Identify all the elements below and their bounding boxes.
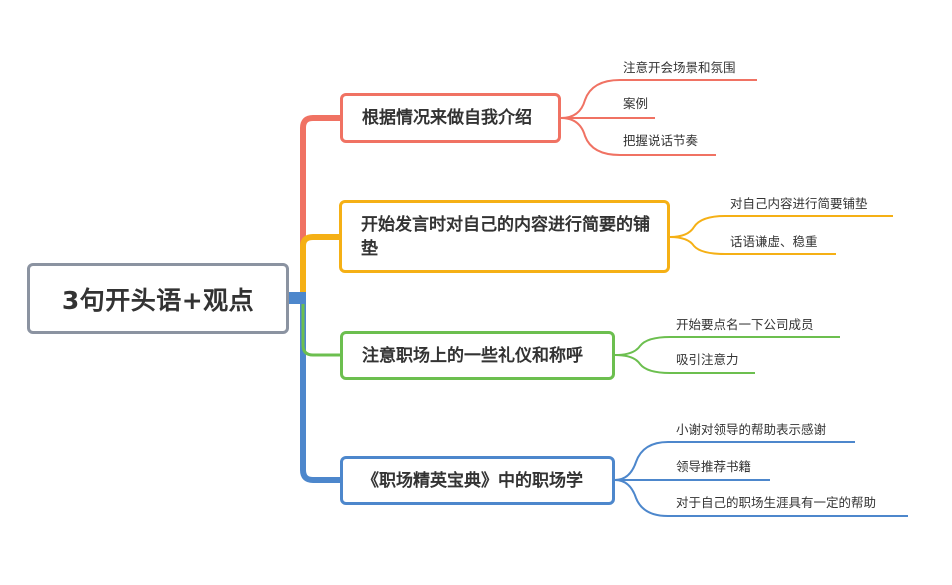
root-topic-label: 3句开头语+观点 (61, 285, 255, 315)
leaf-topic[interactable]: 对自己内容进行简要铺垫 (730, 196, 868, 211)
branch-topic-label: 开始发言时对自己的内容进行简要的铺垫 (361, 214, 650, 259)
root-topic[interactable]: 3句开头语+观点 (27, 263, 289, 334)
branch-topic-label: 根据情况来做自我介绍 (362, 108, 532, 128)
leaf-connector (560, 117, 716, 156)
trunk-junction (289, 292, 306, 304)
leaf-topic[interactable]: 把握说话节奏 (623, 133, 699, 148)
leaf-connector (614, 354, 755, 374)
leaf-topic[interactable]: 领导推荐书籍 (676, 459, 752, 474)
leaf-topic[interactable]: 开始要点名一下公司成员 (676, 317, 814, 332)
branch-topic-opening-preface[interactable]: 开始发言时对自己的内容进行简要的铺垫 (339, 200, 670, 273)
trunk-connector-2 (300, 234, 339, 298)
branch-topic-workplace-book[interactable]: 《职场精英宝典》中的职场学 (340, 456, 615, 505)
branch-topic-label: 《职场精英宝典》中的职场学 (362, 470, 583, 491)
leaf-connector (614, 336, 840, 356)
leaf-connector (669, 215, 893, 238)
leaf-connector (614, 441, 855, 481)
leaf-topic[interactable]: 对于自己的职场生涯具有一定的帮助 (676, 495, 877, 510)
branch-topic-self-introduction[interactable]: 根据情况来做自我介绍 (340, 93, 561, 143)
branch-topic-workplace-etiquette[interactable]: 注意职场上的一些礼仪和称呼 (340, 331, 615, 380)
leaf-topic[interactable]: 小谢对领导的帮助表示感谢 (676, 422, 827, 437)
trunk-connector-4 (289, 295, 340, 483)
leaf-connector (669, 236, 836, 255)
leaf-topic[interactable]: 吸引注意力 (676, 352, 739, 367)
trunk-connector-3 (301, 298, 340, 357)
leaf-connector (614, 479, 908, 517)
branch-topic-label: 注意职场上的一些礼仪和称呼 (362, 345, 583, 366)
leaf-connector (560, 79, 757, 119)
trunk-connector-1 (289, 115, 340, 301)
leaf-topic[interactable]: 案例 (623, 96, 649, 111)
leaf-topic[interactable]: 注意开会场景和氛围 (623, 60, 736, 75)
leaf-topic[interactable]: 话语谦虚、稳重 (730, 234, 818, 249)
